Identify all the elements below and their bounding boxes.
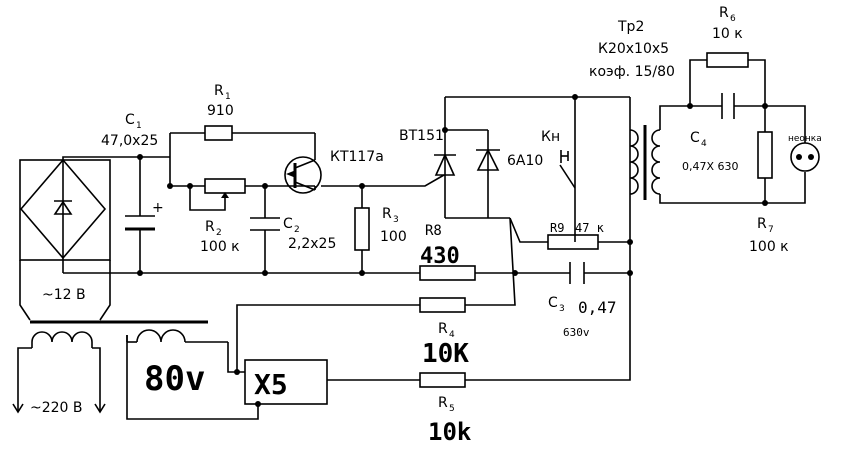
capacitor-c1: + C 1 47,0x25 — [101, 112, 164, 231]
transistor-kt117a: КТ117а — [284, 149, 384, 194]
r5-label: R — [438, 395, 448, 411]
potentiometer-r2: R 2 100 к — [189, 178, 246, 255]
r6-sub: 6 — [730, 14, 736, 24]
junction-dots — [137, 94, 768, 407]
r9-value: 47 к — [575, 221, 605, 235]
r7-value: 100 к — [749, 239, 789, 255]
c2-sub: 2 — [294, 225, 300, 235]
multiplier-label: X5 — [254, 368, 288, 401]
c4-sub: 4 — [701, 139, 707, 149]
resistor-r9: R9 47 к — [509, 217, 630, 250]
secondary-voltage: ~12 В — [42, 287, 86, 303]
thyristor-diode-block: ВТ151 6А10 — [399, 96, 576, 219]
r1-value: 910 — [207, 103, 234, 119]
c2-value: 2,2x25 — [288, 236, 336, 252]
r7-sub: 7 — [768, 225, 774, 235]
resistor-r1: R 1 910 — [204, 83, 234, 141]
r8-value: 430 — [420, 244, 460, 269]
resistor-r5: R 5 10k — [419, 372, 472, 446]
neon-lamp: неонка — [788, 134, 822, 172]
transformer-ratio: коэф. 15/80 — [589, 64, 675, 80]
resistor-r3: R 3 100 — [354, 186, 407, 251]
r6-label: R — [719, 5, 729, 21]
r4-label: R — [438, 321, 448, 337]
c3-voltage: 630v — [563, 326, 590, 339]
c3-label: C — [548, 295, 558, 311]
c4-value: 0,47Х 630 — [682, 160, 739, 173]
r6-value: 10 к — [712, 26, 743, 42]
r2-value: 100 к — [200, 239, 240, 255]
r5-value: 10k — [428, 418, 472, 446]
r2-label: R — [205, 219, 215, 235]
c2-label: C — [283, 216, 293, 232]
c3-value: 0,47 — [578, 298, 617, 317]
resistor-r6: R 6 10 к — [706, 5, 749, 68]
r1-label: R — [214, 83, 224, 99]
neon-label: неонка — [788, 134, 822, 144]
r4-sub: 4 — [449, 330, 455, 340]
capacitor-c3: C 3 0,47 630v — [548, 262, 617, 339]
r1-sub: 1 — [225, 92, 231, 102]
r4-value: 10K — [422, 339, 469, 369]
ground-rail-wires — [63, 230, 630, 274]
c1-polarity: + — [152, 200, 164, 216]
push-button-kn[interactable]: Кн — [541, 129, 576, 230]
r3-sub: 3 — [393, 215, 399, 225]
c1-value: 47,0x25 — [101, 133, 158, 149]
thyristor-label: ВТ151 — [399, 128, 444, 144]
gate-wire — [362, 174, 445, 187]
positive-rail-wires — [62, 132, 316, 216]
resistor-r4: R 4 10K — [236, 217, 516, 373]
c4-label: C — [690, 130, 700, 146]
transistor-label: КТ117а — [330, 149, 384, 165]
r2-sub: 2 — [216, 228, 222, 238]
secondary-network — [659, 59, 806, 204]
r9-label: R9 — [550, 221, 564, 235]
button-label: Кн — [541, 129, 560, 145]
voltage-80v: 80v — [144, 359, 205, 399]
r5-sub: 5 — [449, 404, 455, 414]
resistor-r7: R 7 100 к — [749, 131, 789, 255]
r3-value: 100 — [380, 229, 407, 245]
c1-sub: 1 — [136, 121, 142, 131]
transformer-core: К20х10х5 — [598, 41, 669, 57]
c1-label: C — [125, 112, 135, 128]
r3-label: R — [382, 206, 392, 222]
mains-transformer: ~12 В ~220 В — [12, 260, 237, 416]
capacitor-c2: C 2 2,2x25 — [250, 186, 336, 252]
capacitor-c4: C 4 0,47Х 630 — [682, 93, 739, 173]
resistor-r8: R8 430 — [419, 223, 476, 281]
transformer-label: Тр2 — [617, 19, 644, 35]
c3-sub: 3 — [559, 304, 565, 314]
diode-label: 6А10 — [507, 153, 543, 169]
multiplier-x5: X5 — [126, 335, 420, 420]
r8-label: R8 — [425, 223, 442, 239]
r7-label: R — [757, 216, 767, 232]
transformer-primary-wire — [465, 130, 631, 381]
bridge-rectifier — [19, 158, 111, 273]
transformer-tr2: Тр2 К20х10х5 коэф. 15/80 — [589, 19, 675, 200]
mains-voltage: ~220 В — [30, 400, 83, 416]
